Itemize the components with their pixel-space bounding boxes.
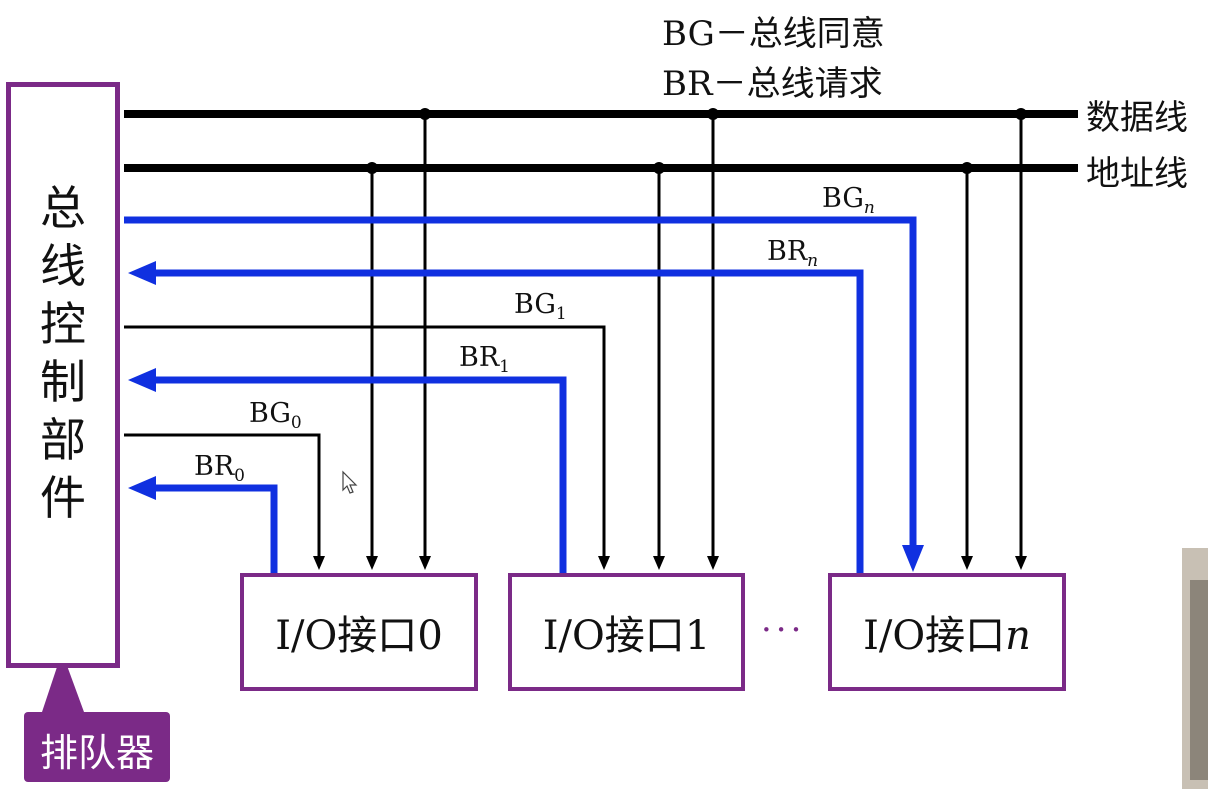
io-interface-index: 0: [417, 613, 443, 659]
io-interface-1: I/O接口1: [508, 573, 745, 691]
bus-controller-box: 总 线 控 制 部 件: [6, 82, 120, 668]
signal-label-bg1: BG1: [514, 289, 567, 324]
tap-arrowheads: [366, 556, 1027, 570]
signal-label-bgn: BGn: [822, 183, 875, 218]
data-bus-taps: [423, 114, 1023, 560]
io-interface-index: 1: [684, 613, 711, 659]
controller-char: 制: [40, 355, 86, 409]
bg-1-line: [124, 325, 610, 570]
br-1-line: [128, 368, 567, 573]
signal-label-br0: BR0: [194, 451, 245, 486]
queue-callout: 排队器: [24, 712, 170, 782]
interface-ellipsis: ···: [761, 610, 806, 650]
mouse-cursor-icon: [342, 470, 358, 494]
signal-label-br1: BR1: [459, 342, 510, 377]
junction-dot: [419, 108, 431, 120]
signal-label-brn: BRn: [767, 236, 819, 271]
controller-char: 控: [40, 297, 86, 351]
controller-char: 线: [40, 239, 86, 293]
br-0-line: [128, 476, 278, 573]
callout-pointer: [42, 652, 84, 712]
io-interface-label: I/O接口: [275, 613, 418, 659]
bus-controller-label: 总 线 控 制 部 件: [11, 179, 115, 527]
signal-label-bg0: BG0: [249, 398, 302, 433]
address-bus-taps: [370, 168, 969, 560]
junction-dot: [1015, 108, 1027, 120]
io-interface-label: I/O接口: [863, 613, 1006, 659]
data-bus-label: 数据线: [1086, 98, 1188, 138]
io-interface-index: n: [1005, 613, 1031, 659]
bg-n-line: [124, 216, 924, 572]
br-n-line: [128, 261, 864, 573]
address-bus-label: 地址线: [1086, 154, 1188, 194]
junction-dot: [707, 108, 719, 120]
controller-char: 总: [40, 181, 86, 235]
video-overlay-shadow: [1190, 580, 1208, 780]
io-interface-label: I/O接口: [542, 613, 685, 659]
controller-char: 件: [40, 471, 86, 525]
io-interface-n: I/O接口n: [828, 573, 1066, 691]
controller-char: 部: [40, 413, 86, 467]
legend-br: BR－总线请求: [662, 64, 883, 104]
legend-bg: BG－总线同意: [662, 14, 885, 54]
io-interface-0: I/O接口0: [240, 573, 478, 691]
queue-callout-label: 排队器: [39, 731, 154, 775]
bg-0-line: [124, 433, 325, 570]
